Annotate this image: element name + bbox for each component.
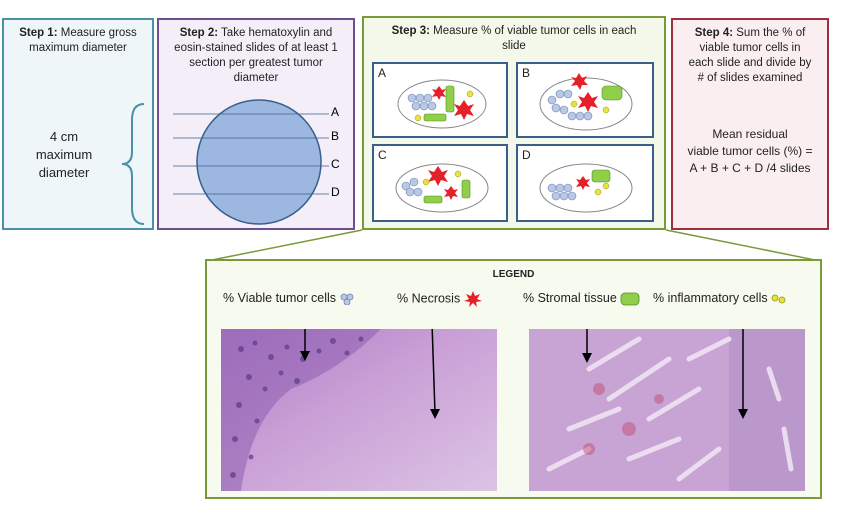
diameter-brace [121,103,145,225]
step1-measurement: 4 cm maximum diameter [10,128,118,182]
formula-line3: A + B + C + D /4 slides [689,161,811,175]
step4-formula: Mean residual viable tumor cells (%) = A… [677,126,823,177]
micrograph-viable-necrosis [221,329,497,491]
measure-value: 4 cm [49,129,79,144]
section-label-d: D [331,185,340,199]
slide-d-label: D [522,148,531,162]
slide-c-label: C [378,148,387,162]
slide-a-drawing [397,79,487,129]
section-label-c: C [331,157,340,171]
tumor-cross-section [196,99,322,225]
stromal-tissue-icon [620,292,640,306]
slide-c-drawing [395,163,489,213]
slide-a: A [372,62,508,138]
step3-panel: Step 3: Measure % of viable tumor cells … [362,16,666,230]
arrows [582,329,748,419]
legend-viable: % Viable tumor cells [223,291,356,306]
slide-b-drawing [539,73,633,131]
measure-line2: maximum [35,147,93,162]
legend-necrosis: % Necrosis [397,291,482,307]
measure-line3: diameter [38,165,90,180]
legend-panel: LEGEND % Viable tumor cells % Necrosis %… [205,259,822,499]
slide-d-drawing [539,163,633,213]
formula-line2: viable tumor cells (%) = [687,144,813,158]
slide-a-label: A [378,66,387,80]
legend-title: LEGEND [492,269,535,280]
step4-title: Step 4: Sum the % of viable tumor cells … [688,27,812,84]
section-label-a: A [331,105,339,119]
step1-title: Step 1: Measure gross maximum diameter [19,27,137,54]
step3-title: Step 3: Measure % of viable tumor cells … [391,25,637,52]
arrows [300,329,440,419]
step4-panel: Step 4: Sum the % of viable tumor cells … [671,18,829,230]
step2-panel: Step 2: Take hematoxylin and eosin-stain… [157,18,355,230]
tumor-section-diagram: A B C D [173,99,340,225]
step1-panel: Step 1: Measure gross maximum diameter 4… [2,18,154,230]
legend-stroma: % Stromal tissue [523,291,640,306]
formula-line1: Mean residual [712,127,788,141]
slide-b: B [516,62,654,138]
legend-inflammatory: % inflammatory cells [653,291,787,305]
section-label-b: B [331,129,339,143]
step2-title: Step 2: Take hematoxylin and eosin-stain… [174,27,338,84]
slide-c: C [372,144,508,222]
inflammatory-cells-icon [771,294,786,304]
necrosis-icon [463,291,482,307]
slide-b-label: B [522,66,531,80]
micrograph-stroma-inflammatory [529,329,805,491]
slide-d: D [516,144,654,222]
viable-cells-icon [340,293,353,306]
